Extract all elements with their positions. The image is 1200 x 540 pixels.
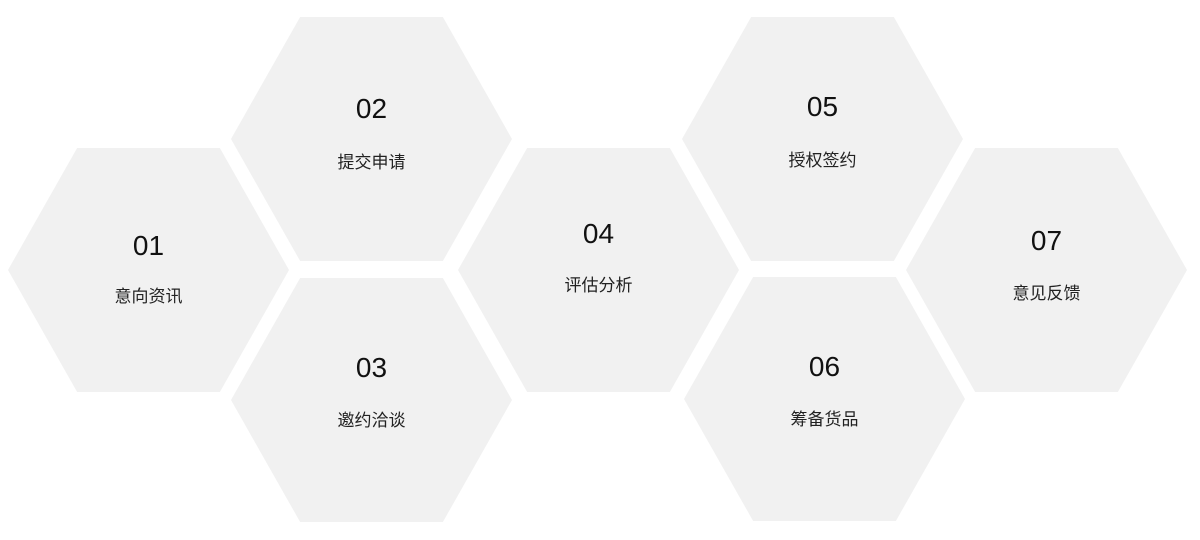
step-label: 意向资讯 — [114, 287, 183, 307]
step-label: 授权签约 — [788, 151, 857, 171]
step-hexagon-03: 03 邀约洽谈 — [231, 278, 512, 522]
step-label: 邀约洽谈 — [337, 411, 406, 431]
step-hexagon-02: 02 提交申请 — [231, 17, 512, 261]
step-number: 02 — [355, 93, 388, 124]
step-label: 提交申请 — [337, 153, 406, 173]
step-label: 意见反馈 — [1012, 284, 1081, 304]
step-number: 01 — [132, 230, 165, 261]
step-number: 07 — [1030, 225, 1063, 256]
step-number: 05 — [806, 91, 839, 122]
step-hexagon-04: 04 评估分析 — [458, 148, 739, 392]
step-hexagon-06: 06 筹备货品 — [684, 277, 965, 521]
step-label: 评估分析 — [564, 276, 633, 296]
step-hexagon-07: 07 意见反馈 — [906, 148, 1187, 392]
step-label: 筹备货品 — [790, 410, 859, 430]
step-number: 03 — [355, 352, 388, 383]
step-number: 04 — [582, 218, 615, 249]
step-hexagon-01: 01 意向资讯 — [8, 148, 289, 392]
step-hexagon-05: 05 授权签约 — [682, 17, 963, 261]
step-number: 06 — [808, 351, 841, 382]
